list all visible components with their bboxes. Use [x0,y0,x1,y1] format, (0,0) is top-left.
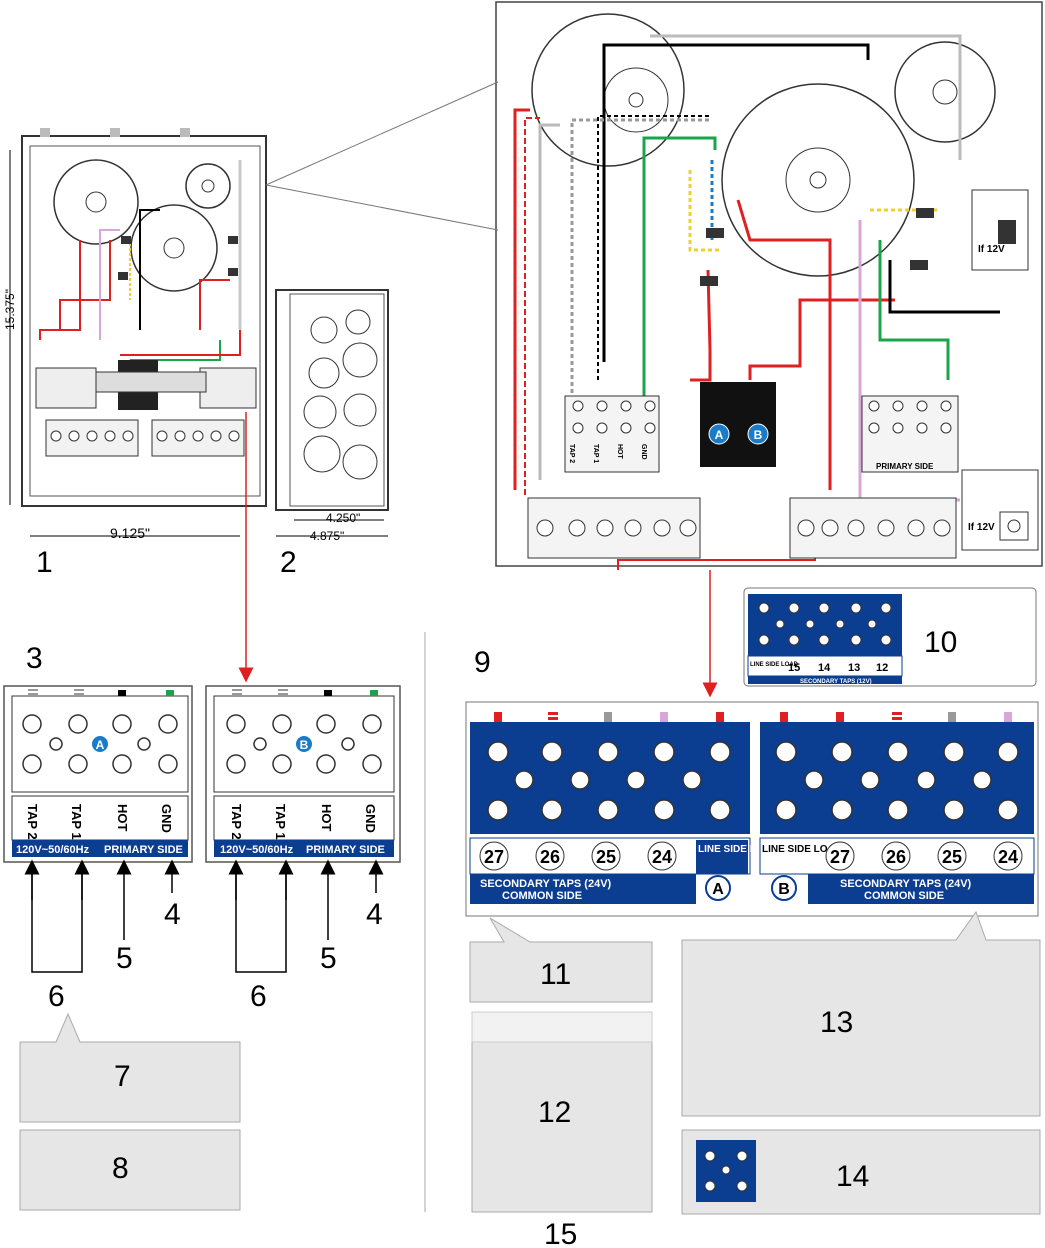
callout-5b: 5 [320,942,337,975]
secondary-letter-b: B [778,881,790,898]
tap-26-b: 26 [886,847,906,867]
width-dimension: 9.125" [110,525,150,541]
tap1-label: TAP 1 [69,804,84,840]
callout-7: 7 [114,1060,131,1093]
gnd-label-b: GND [363,804,378,833]
depth-outer-dimension: 4.875" [310,529,344,543]
primary-terminal-block-b: B TAP 2 TAP 1 HOT GND 120V~50/60Hz PRIMA… [205,685,401,973]
secondary-title-a: SECONDARY TAPS (24V) [480,878,612,890]
tap-26: 26 [540,847,560,867]
callout-box-8 [19,1129,241,1211]
callout-2: 2 [280,546,297,579]
callout-14: 14 [836,1160,869,1193]
callout-8: 8 [112,1152,129,1185]
height-dimension: 15.375" [3,289,17,330]
tap1-label-b: TAP 1 [273,804,288,840]
wiring-detail-view: A B PRIMARY SIDE TAP 2 TAP 1 HOT GND If … [265,1,1043,698]
tap2-label-b: TAP 2 [229,804,244,840]
12v-title: SECONDARY TAPS (12V) [800,679,872,685]
enclosure-front-view: 15.375" 9.125" [3,128,267,541]
gnd-label: GND [159,804,174,833]
if-12v-label: If 12V [978,244,1005,255]
callout-10: 10 [924,626,957,659]
detail-primary-side: PRIMARY SIDE [876,462,934,471]
callout-12: 12 [538,1096,571,1129]
common-side-b: COMMON SIDE [864,890,944,902]
callout-3: 3 [26,642,43,675]
callout-6a: 6 [48,980,65,1013]
callout-box-13 [681,910,1041,1117]
if-12v-label-2: If 12V [968,522,995,533]
detail-term-label: TAP 2 [568,444,575,463]
primary-side-label: PRIMARY SIDE [104,844,183,856]
tap-25: 25 [596,847,616,867]
block-a-letter: A [96,738,105,752]
line-load-b: LINE SIDE LOAD [762,844,842,855]
breaker-b-label: B [754,428,763,442]
callout-11: 11 [540,958,571,991]
tap-24: 24 [652,847,672,867]
tap2-label: TAP 2 [25,804,40,840]
callout-box-12 [471,1011,653,1213]
callout-1: 1 [36,546,53,579]
tap-24-b: 24 [998,847,1018,867]
primary-side-label-b: PRIMARY SIDE [306,844,385,856]
depth-inner-dimension: 4.250" [326,511,360,525]
secondary-24v-blocks: 27 26 25 24 LINE SIDE LOAD SECONDARY TAP… [465,701,1039,917]
callout-4a: 4 [164,898,181,931]
tap-27: 27 [484,847,504,867]
callout-9: 9 [474,646,491,679]
mini-terminal-icon [696,1140,756,1202]
callout-5a: 5 [116,942,133,975]
12v-tap: 13 [848,662,860,674]
block-b-letter: B [300,738,309,752]
callout-box-7 [19,1012,241,1123]
callout-box-11 [469,917,653,1003]
tap-25-b: 25 [942,847,962,867]
callout-6b: 6 [250,980,267,1013]
hot-label: HOT [115,804,130,832]
enclosure-side-view: 4.250" 4.875" [275,289,389,543]
secondary-12v-inset: LINE SIDE LOAD 15 14 13 12 SECONDARY TAP… [743,587,1037,687]
callout-13: 13 [820,1006,853,1039]
detail-term-label: GND [640,444,647,460]
rating-label: 120V~50/60Hz [16,844,90,856]
common-side-a: COMMON SIDE [502,890,582,902]
12v-tap: 14 [818,662,831,674]
primary-terminal-block-a: A TAP 2 TAP 1 HOT GND 120V~50/60Hz PRIMA… [3,685,193,973]
12v-tap: 15 [788,662,800,674]
tap-27-b: 27 [830,847,850,867]
callout-4b: 4 [366,898,383,931]
line-load-a: LINE SIDE LOAD [698,844,778,855]
hot-label-b: HOT [319,804,334,832]
rating-label-b: 120V~50/60Hz [220,844,294,856]
12v-line-load: LINE SIDE LOAD [750,662,799,668]
detail-term-label: HOT [616,444,623,460]
detail-term-label: TAP 1 [592,444,599,463]
12v-tap: 12 [876,662,888,674]
callout-15: 15 [544,1218,577,1248]
secondary-letter-a: A [712,881,724,898]
breaker-a-label: A [715,428,724,442]
secondary-title-b: SECONDARY TAPS (24V) [840,878,972,890]
